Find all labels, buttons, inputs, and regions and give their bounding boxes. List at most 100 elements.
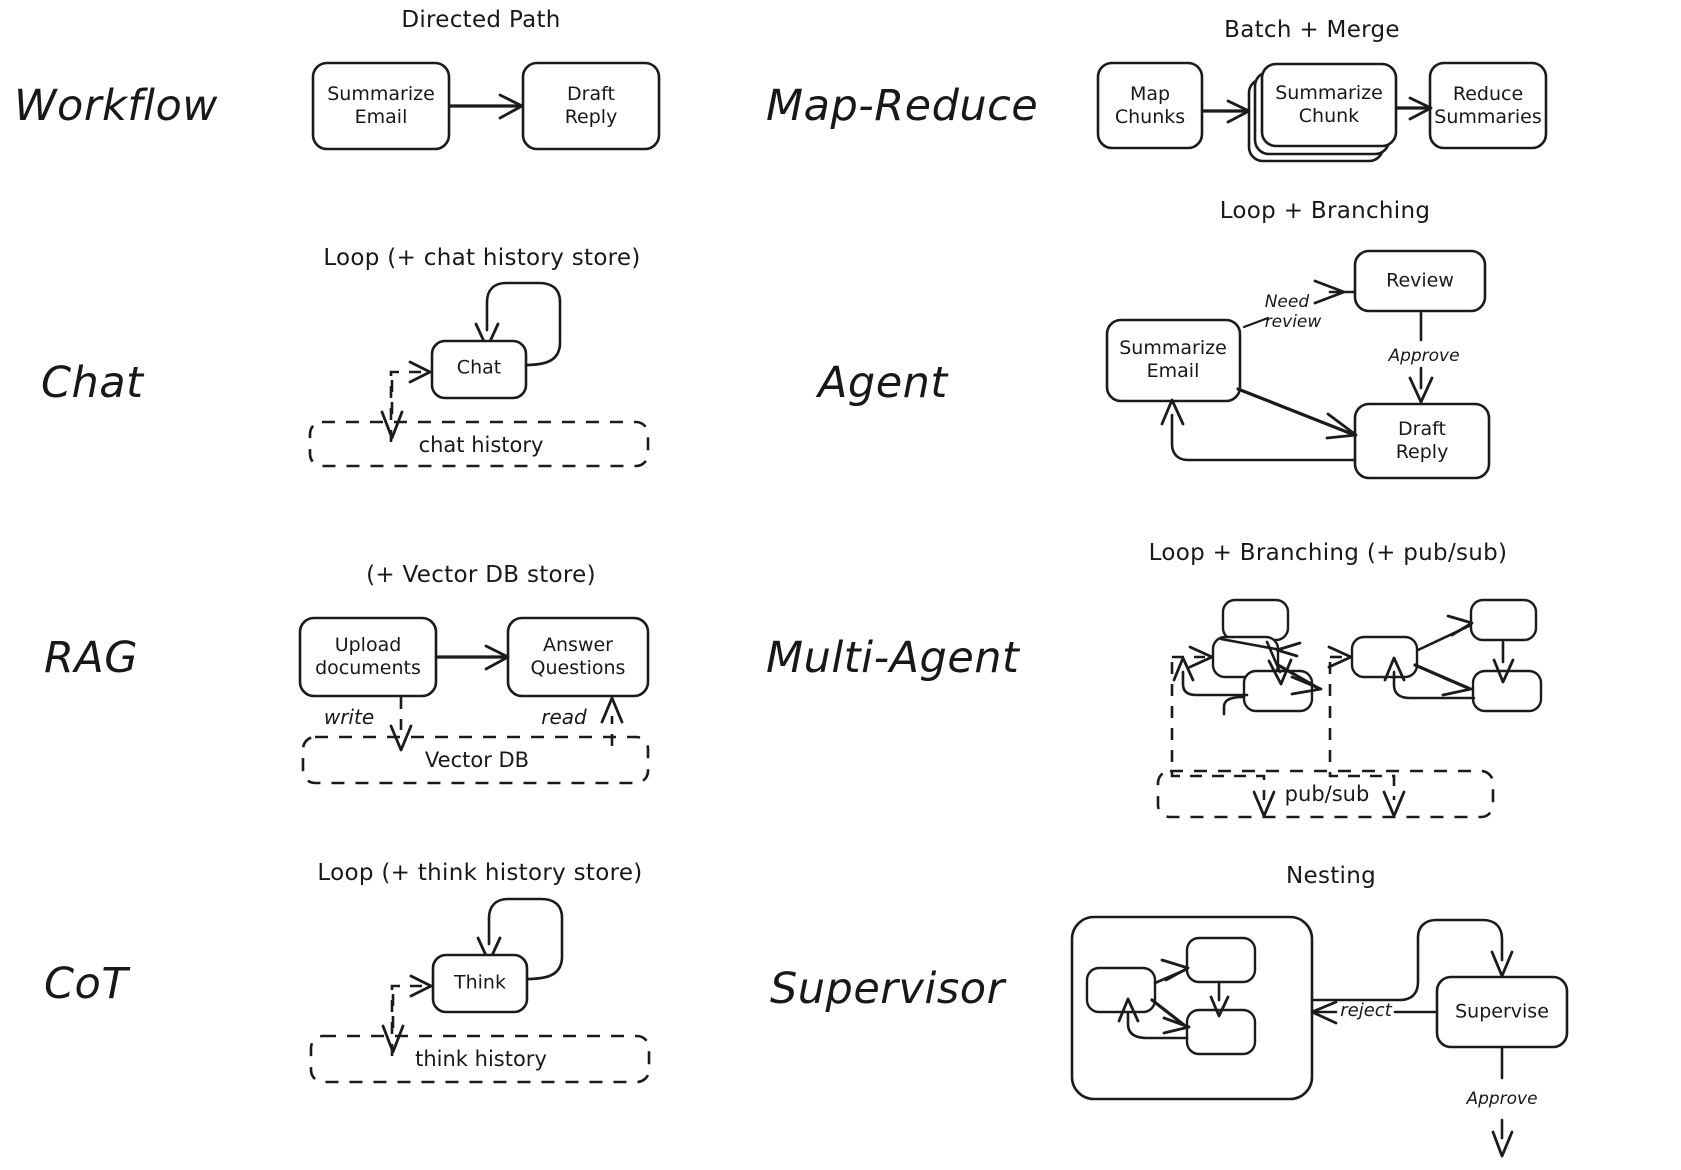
ma-left-edge-pubsub-bus: [1170, 662, 1266, 800]
arrowhead-summarize-to-reduce: [1408, 96, 1433, 121]
sv-edge-return: [1126, 1011, 1189, 1040]
caption-vector-db-store: (+ Vector DB store): [366, 562, 596, 588]
node-summarize-chunk[interactable]: [1260, 62, 1398, 148]
store-label-pub-sub: pub/sub: [1284, 782, 1370, 806]
node-label-reduce-summaries: Reduce Summaries: [1434, 83, 1542, 128]
arrowhead-store-to-chat: [408, 360, 432, 384]
ma-right-node-end[interactable]: [1471, 669, 1543, 713]
node-label-chat: Chat: [456, 356, 502, 379]
edge-label-approve-supervisor: Approve: [1466, 1089, 1538, 1109]
leader-need-review: [1242, 316, 1270, 329]
ma-right-node-start[interactable]: [1350, 635, 1419, 679]
sv-arrow-start-to-end: [1162, 1016, 1191, 1035]
arrowhead-summarize-to-draft-agent: [1325, 412, 1358, 440]
arrowhead-vector-db-to-read: [600, 696, 624, 724]
caption-loop-think-store: Loop (+ think history store): [317, 860, 643, 886]
store-label-vector-db: Vector DB: [424, 748, 530, 772]
store-chat-history[interactable]: [308, 420, 650, 468]
ma-right-arrow-start-to-end: [1441, 676, 1473, 697]
sv-inner-node-end[interactable]: [1185, 1008, 1257, 1056]
ma-right-arrow-pubsub-out: [1382, 790, 1406, 818]
ma-left-edge-end-to-start-loop: [1222, 695, 1246, 716]
chat-graph: [308, 281, 650, 468]
node-chat[interactable]: [430, 339, 528, 400]
caption-nesting: Nesting: [1285, 863, 1377, 889]
ma-left-node-top[interactable]: [1221, 598, 1290, 642]
arrowhead-supervise-approve: [1491, 1130, 1514, 1158]
caption-loop-branching: Loop + Branching: [1219, 198, 1431, 224]
multi-agent-graph: [1156, 598, 1543, 819]
row-label-multi-agent: Multi-Agent: [766, 633, 1020, 683]
row-label-rag: RAG: [44, 633, 139, 683]
edge-label-write: write: [323, 705, 375, 729]
ma-left-edge-top-to-end: [1265, 640, 1282, 674]
arrowhead-supervise-reject: [1310, 1000, 1338, 1025]
node-label-summarize-email-workflow: Summarize Email: [327, 83, 435, 128]
node-reduce-summaries[interactable]: [1428, 61, 1548, 150]
edge-label-reject: reject: [1340, 1000, 1392, 1021]
sv-inner-node-start[interactable]: [1085, 966, 1157, 1014]
arrowhead-store-to-think: [409, 974, 433, 998]
node-upload-documents[interactable]: [298, 616, 438, 698]
ma-right-edge-pubsub-bus: [1328, 662, 1396, 800]
node-label-summarize-chunk: Summarize Chunk: [1275, 82, 1383, 127]
store-vector-db[interactable]: [301, 735, 650, 785]
caption-directed-path: Directed Path: [401, 7, 561, 33]
ma-right-edge-return: [1392, 670, 1476, 700]
arrowhead-map-to-summarize: [1226, 99, 1251, 124]
arrowhead-draft-to-summarize-loop: [1160, 398, 1185, 426]
sv-edge-start-to-end: [1150, 998, 1186, 1027]
store-pub-sub[interactable]: [1156, 769, 1495, 819]
edge-chat-history-to-chat: [389, 370, 421, 442]
edge-container-to-supervise: [1310, 918, 1504, 1002]
row-label-agent: Agent: [818, 358, 948, 408]
edge-summarize-to-draft-agent: [1236, 387, 1354, 436]
arrowhead-summarize-to-review: [1313, 279, 1346, 305]
ma-left-edge-return: [1181, 670, 1249, 697]
arrowhead-chat-to-store: [380, 410, 404, 440]
row-label-workflow: Workflow: [14, 81, 218, 131]
arrowhead-review-to-draft: [1408, 376, 1434, 404]
row-label-map-reduce: Map-Reduce: [766, 81, 1039, 131]
edge-label-approve-agent: Approve: [1388, 346, 1460, 366]
edge-think-self-loop: [487, 897, 564, 981]
ma-left-arrow-start-to-top: [1275, 641, 1302, 658]
ma-right-node-top[interactable]: [1469, 598, 1538, 642]
cot-graph: [309, 897, 651, 1084]
supervisor-graph: [1070, 915, 1569, 1158]
arrowhead-upload-to-answer: [484, 644, 510, 671]
ma-right-arrow-pubsub-in: [1327, 645, 1353, 669]
sv-arrow-top-to-end: [1209, 995, 1230, 1018]
caption-loop-chat-store: Loop (+ chat history store): [323, 245, 641, 271]
sv-inner-node-top[interactable]: [1185, 936, 1257, 984]
ma-left-arrow-start-to-end: [1290, 675, 1323, 696]
node-label-review: Review: [1386, 269, 1454, 292]
edge-label-read: read: [541, 705, 587, 729]
row-label-supervisor: Supervisor: [770, 964, 1005, 1014]
node-draft-reply-agent[interactable]: [1353, 402, 1491, 480]
store-label-chat-history: chat history: [418, 433, 544, 457]
workflow-graph: [311, 61, 661, 151]
node-label-draft-reply-workflow: Draft Reply: [564, 83, 618, 128]
ma-left-arrow-top-to-end: [1267, 658, 1293, 686]
store-label-think-history: think history: [415, 1047, 547, 1071]
node-map-chunks[interactable]: [1096, 61, 1204, 150]
ma-right-arrow-top-to-end: [1492, 658, 1515, 684]
agent-graph: [1105, 249, 1491, 480]
node-review[interactable]: [1353, 249, 1487, 313]
ma-right-arrow-start-to-top: [1446, 614, 1474, 637]
store-think-history[interactable]: [309, 1034, 651, 1084]
edge-think-history-to-think: [390, 984, 422, 1056]
map-reduce-graph: [1096, 61, 1548, 163]
node-label-map-chunks: Map Chunks: [1114, 83, 1186, 128]
node-think[interactable]: [431, 953, 529, 1014]
caption-loop-branching-pubsub: Loop + Branching (+ pub/sub): [1148, 540, 1508, 566]
edge-chat-self-loop: [485, 281, 562, 367]
edge-draft-to-summarize-loop: [1170, 413, 1357, 462]
sv-arrow-return: [1117, 997, 1140, 1023]
row-label-chat: Chat: [41, 358, 144, 408]
node-label-summarize-email-agent: Summarize Email: [1119, 337, 1227, 382]
arrowhead-write-to-vector-db: [389, 724, 413, 752]
node-label-supervise: Supervise: [1455, 1000, 1549, 1023]
